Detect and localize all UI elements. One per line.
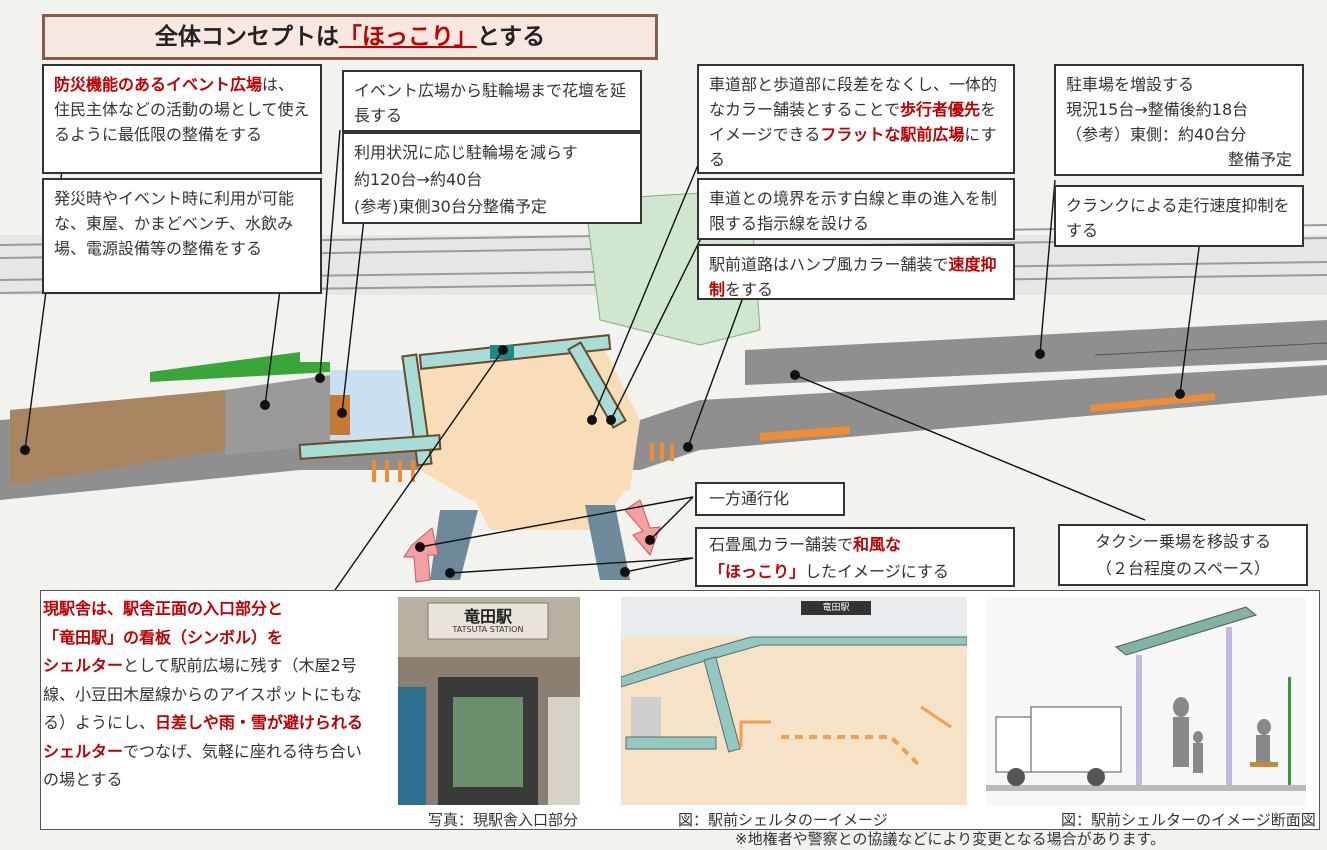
leader-lines xyxy=(24,129,1201,591)
hump-t2: をする xyxy=(725,280,774,299)
whiteline-text: 車道との境界を示す白線と車の進入を制限する指示線を設ける xyxy=(709,189,997,233)
shelter-roof-top xyxy=(418,334,612,370)
title-prefix: 全体コンセプトは xyxy=(154,24,339,50)
callout-stone: 石畳風カラー舗装で和風な 「ほっこり」したイメージにする xyxy=(695,527,1015,587)
caption-shelter-image: 図：駅前シェルタのーイメージ xyxy=(678,811,888,829)
south-road-left xyxy=(430,510,478,580)
hump-marks xyxy=(372,443,674,482)
station-photo-illustration xyxy=(398,597,580,805)
bicycle-line2: 約120台→約40台 xyxy=(354,170,483,189)
station-description: 現駅舎は、駅舎正面の入口部分と 「竜田駅」の看板（シンボル）を シェルターとして… xyxy=(41,595,363,795)
hump-t1: 駅前道路はハンプ風カラー舗装で xyxy=(709,255,949,274)
south-road-right xyxy=(585,505,630,580)
shelter-roof-right xyxy=(567,341,627,429)
shelter-perspective-illustration xyxy=(621,597,967,805)
parking-line3: （参考）東側：約40台分 xyxy=(1066,125,1247,144)
event-plaza-area xyxy=(10,390,225,485)
flat-plaza-em2: フラットな駅前広場 xyxy=(820,125,965,144)
caption-photo: 写真：現駅舎入口部分 xyxy=(428,811,579,829)
shelter-roof-bottom xyxy=(298,434,442,460)
event-plaza-text: は、住民主体などの活動の場として使えるように最低限の整備をする xyxy=(54,75,310,144)
taxi-line1: タクシー乗場を移設する xyxy=(1094,532,1271,551)
flat-plaza-t3: にする xyxy=(709,125,997,169)
callout-whiteline: 車道との境界を示す白線と車の進入を制限する指示線を設ける xyxy=(697,178,1015,240)
stone-em1: 和風な xyxy=(853,535,902,554)
bicycle-line3: (参考)東側30台分整備予定 xyxy=(354,197,547,216)
shelter-section-illustration xyxy=(986,597,1306,805)
callout-flowerbed: イベント広場から駐輪場まで花壇を延長する xyxy=(342,70,642,132)
parking-line1: 駐車場を増設する xyxy=(1066,75,1195,94)
event-plaza-em: 防災機能のあるイベント広場 xyxy=(54,75,263,94)
stone-em2: 「ほっこり」 xyxy=(709,562,806,581)
callout-parking: 駐車場を増設する 現況15台→整備後約18台 （参考）東側：約40台分 整備予定 xyxy=(1054,64,1304,176)
oneway-text: 一方通行化 xyxy=(709,489,790,508)
taxi-line2: （２台程度のスペース） xyxy=(1095,559,1271,578)
parking-line4: 整備予定 xyxy=(1227,150,1292,169)
shelter-section xyxy=(986,597,1306,805)
flowerbed xyxy=(150,352,330,382)
shelter-sign-text: 竜田駅 xyxy=(822,603,850,613)
flat-plaza-t1: 車道部と歩道部に段差をなくし、一体的なカラー舗装とすることで xyxy=(709,75,998,119)
callout-hump: 駅前道路はハンプ風カラー舗装で速度抑制をする xyxy=(697,244,1015,300)
callout-oneway: 一方通行化 xyxy=(695,482,845,516)
title-highlight: 「ほっこり」 xyxy=(338,24,477,50)
disclaimer-note: ※地権者や警察との協議などにより変更となる場合があります。 xyxy=(735,830,1166,848)
page-title: 全体コンセプトは「ほっこり」とする xyxy=(42,14,658,60)
stone-t2: したイメージにする xyxy=(805,562,949,581)
caption-section-image: 図：駅前シェルターのイメージ断面図 xyxy=(1061,811,1316,829)
bottom-panel: 現駅舎は、駅舎正面の入口部分と 「竜田駅」の看板（シンボル）を シェルターとして… xyxy=(40,590,1320,830)
station-photo: 竜田駅 TATSUTA STATION xyxy=(398,597,580,805)
desc-em-c: シェルター xyxy=(43,656,124,675)
station-sign-subtext: TATSUTA STATION xyxy=(452,625,524,634)
hump-em: 速度抑制 xyxy=(709,255,997,299)
callout-taxi: タクシー乗場を移設する （２台程度のスペース） xyxy=(1058,524,1308,586)
desc-text-c: として駅前広場に残す（木屋2号線、小豆田木屋線からのアイスポットにもなる）ように… xyxy=(43,656,362,732)
oneway-arrow-left xyxy=(403,527,439,583)
flowerbed-text: イベント広場から駐輪場まで花壇を延長する xyxy=(354,81,627,125)
callout-bicycle: 利用状況に応じ駐輪場を減らす 約120台→約40台 (参考)東側30台分整備予定 xyxy=(342,132,642,224)
main-road xyxy=(0,365,1327,500)
desc-em-d: 日差しや雨・雪が避けられるシェルター xyxy=(43,713,363,761)
desc-em-b: 「竜田駅」の看板（シンボル）を xyxy=(43,627,284,647)
callout-disaster: 発災時やイベント時に利用が可能な、東屋、かまどベンチ、水飲み場、電源設備等の整備… xyxy=(42,178,322,294)
flat-plaza-t2: をイメージできる xyxy=(709,100,997,144)
crank-mark-2 xyxy=(760,426,850,441)
desc-em-a: 現駅舎は、駅舎正面の入口部分と xyxy=(43,599,284,618)
disaster-text: 発災時やイベント時に利用が可能な、東屋、かまどベンチ、水飲み場、電源設備等の整備… xyxy=(54,189,295,258)
title-suffix: とする xyxy=(476,24,546,50)
parking-line2: 現況15台→整備後約18台 xyxy=(1066,100,1249,119)
disaster-facilities-area xyxy=(225,375,330,455)
callout-event-plaza: 防災機能のあるイベント広場は、住民主体などの活動の場として使えるように最低限の整… xyxy=(42,64,322,174)
crank-mark xyxy=(1090,393,1215,412)
flat-plaza-em1: 歩行者優先 xyxy=(900,100,981,119)
desc-text-d: でつなげ、気軽に座れる待ち合いの場とする xyxy=(43,741,362,790)
stone-t1: 石畳風カラー舗装で xyxy=(709,535,854,554)
shelter-perspective: 竜田駅 xyxy=(621,597,967,805)
bicycle-line1: 利用状況に応じ駐輪場を減らす xyxy=(354,143,578,162)
fence xyxy=(1094,342,1327,356)
crank-text: クランクによる走行速度抑制をする xyxy=(1066,196,1290,240)
callout-crank: クランクによる走行速度抑制をする xyxy=(1054,185,1304,247)
station-sign-text: 竜田駅 xyxy=(463,607,512,626)
callout-flat-plaza: 車道部と歩道部に段差をなくし、一体的なカラー舗装とすることで歩行者優先をイメージ… xyxy=(697,64,1015,174)
leader-dots xyxy=(20,345,1185,578)
